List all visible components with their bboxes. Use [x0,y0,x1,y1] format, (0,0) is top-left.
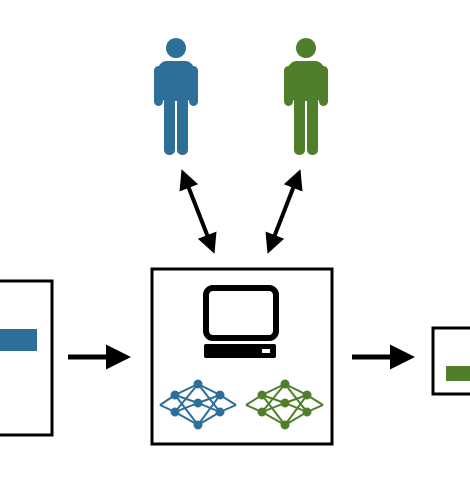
person-icon-right [284,38,328,155]
input-box [0,279,54,437]
central-box [150,267,334,446]
arrow-bidirectional-right [265,169,303,254]
output-box [431,326,470,396]
arrow-bidirectional-left [179,169,217,254]
input-bar [0,329,37,351]
computer-monitor-icon [203,285,279,358]
neural-network-icon-right [245,379,324,430]
neural-network-icon-left [159,379,237,430]
output-bar [446,366,470,381]
person-icon-left [154,38,198,155]
